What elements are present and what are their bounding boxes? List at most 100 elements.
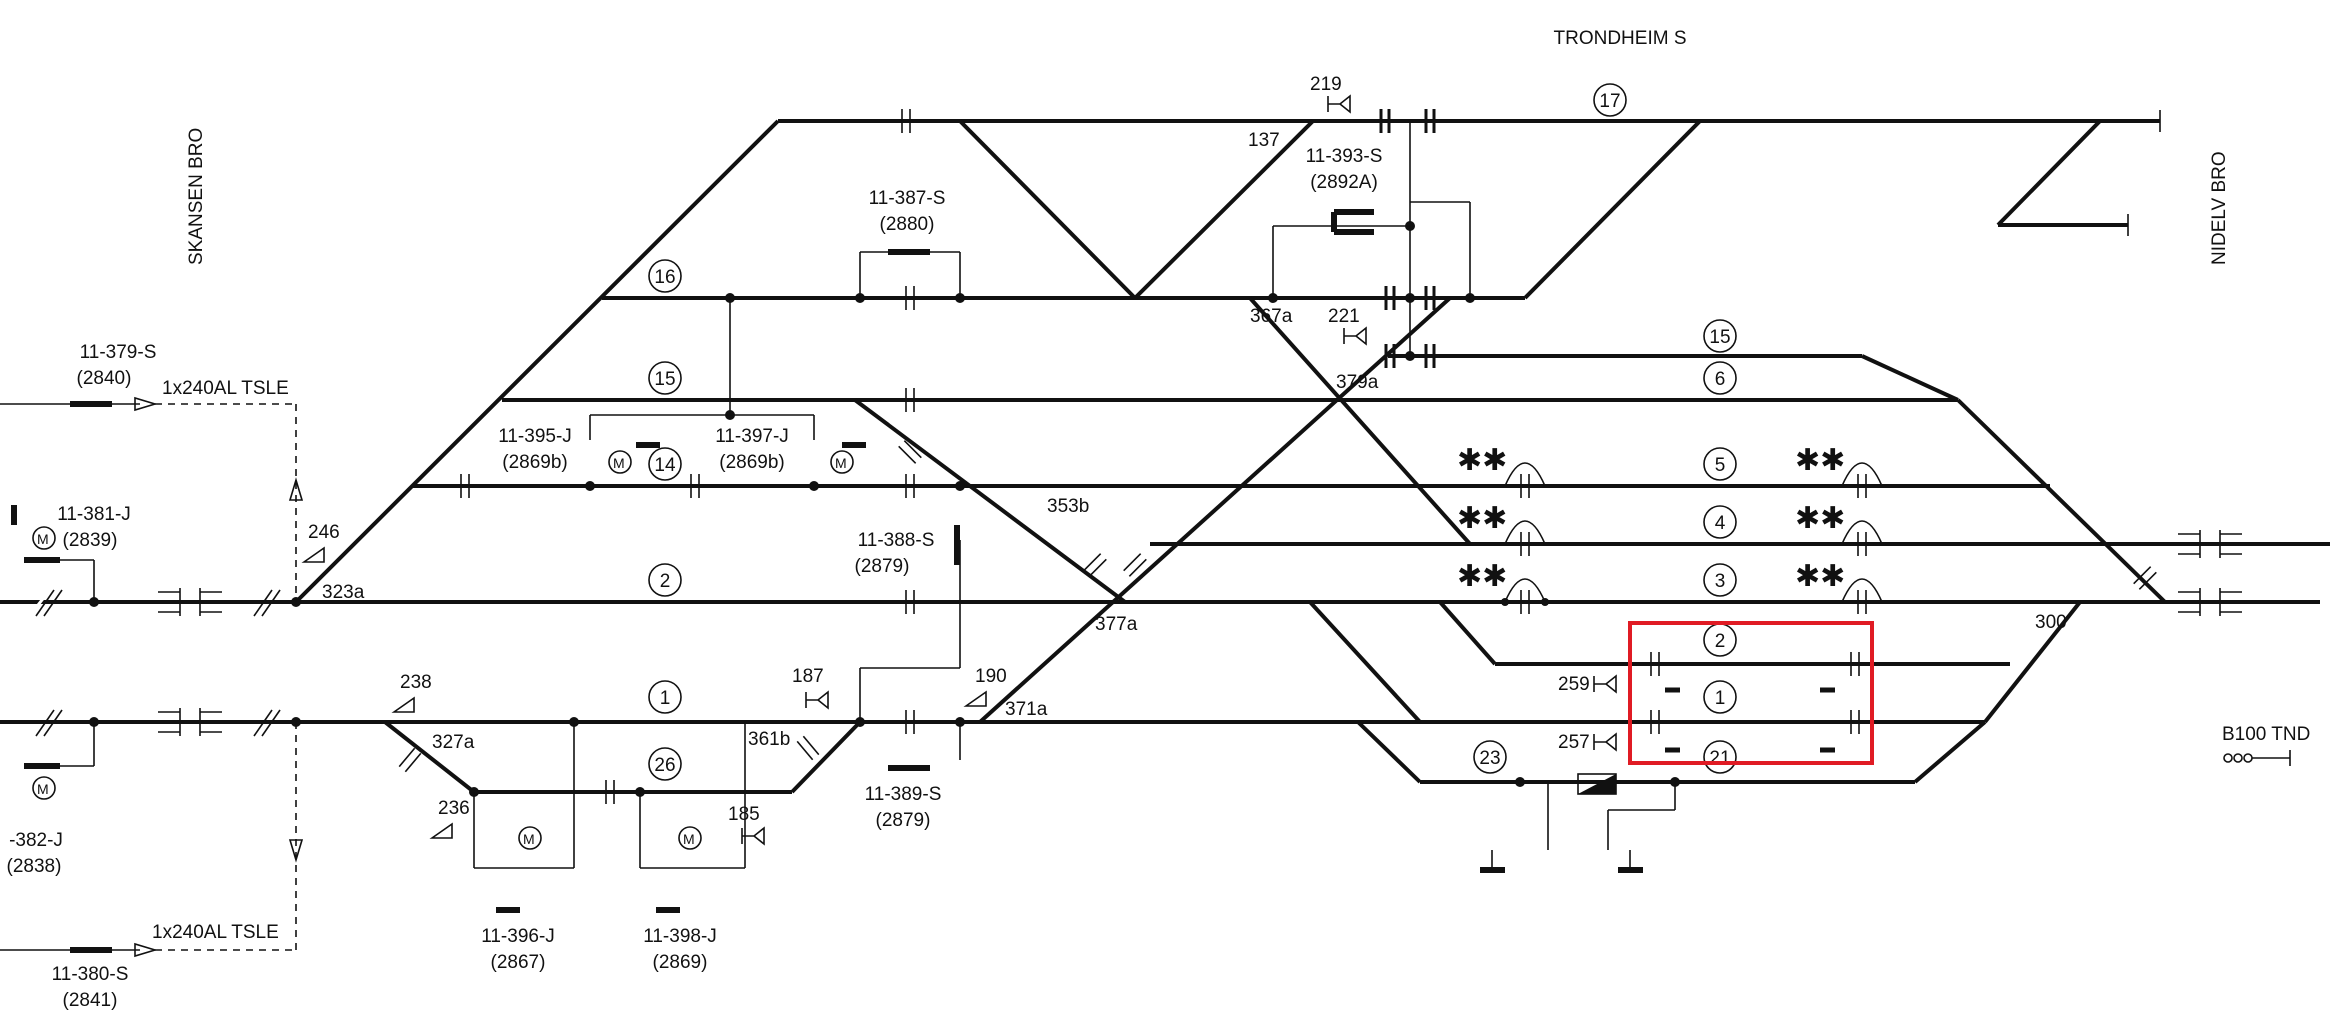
equip-379-id: 11-379-S [80,342,157,363]
switch-300: 300 [2035,612,2067,633]
diagonal-17-right-line [1523,119,1702,300]
track-16-label: 16 [654,267,675,288]
svg-text:✱✱: ✱✱ [1795,502,1845,535]
switch-377a: 377a [1095,614,1138,635]
diagonal-353b-line [853,398,1127,604]
cable-label-bottom: 1x240AL TSLE [152,922,279,943]
signal-238: 238 [400,672,432,693]
switch-371a: 371a [1005,699,1048,720]
diagonal-nidelv-line [1996,119,2102,227]
switch-353b: 353b [1047,496,1089,517]
track-5-label: 5 [1715,455,1726,476]
signal-257: 257 [1558,732,1590,753]
signal-246-icon [301,546,325,563]
track-23-label: 23 [1479,748,1500,769]
track-1-right-label: 1 [1715,688,1726,709]
svg-text:✱✱: ✱✱ [1457,560,1507,593]
signal-221: 221 [1328,306,1360,327]
motor-label: M [613,455,625,471]
equip-379-no: (2840) [77,368,132,389]
diagonal-137-line [1133,119,1315,300]
station-label-top: TRONDHEIM S [1554,28,1687,49]
diagonal-379a-line [978,296,1452,724]
equip-398-id: 11-398-J [643,926,717,947]
station-label-left: SKANSEN BRO [186,128,207,265]
ground-symbols [496,687,1835,913]
signal-labels: 219 221 246 238 187 190 236 185 259 257 [301,74,1617,846]
diagonal-track2-right-line [1438,600,1497,666]
diagonal-21-line [1913,720,1987,784]
diagonal-361b-line [790,720,862,794]
switch-137: 137 [1248,130,1280,151]
equip-397-id: 11-397-J [715,426,789,447]
switch-labels: 137 367a 379a 353b 323a 377a 327a 361b 3… [322,130,2067,753]
signal-185: 185 [728,804,760,825]
signal-219-icon [1327,94,1351,114]
equip-397-no: (2869b) [719,452,785,473]
track-3-label: 3 [1715,571,1726,592]
equip-388-id: 11-388-S [858,530,935,551]
svg-text:✱✱: ✱✱ [1457,502,1507,535]
signal-185-icon [741,826,765,846]
signal-246: 246 [308,522,340,543]
equip-389-no: (2879) [876,810,931,831]
joint-bridges [1504,462,1883,603]
diagonal-137-left-line [958,119,1137,300]
motor-label: M [835,455,847,471]
switch-361b: 361b [748,729,790,750]
cable-dashed [134,396,304,958]
signal-190: 190 [975,666,1007,687]
transformer-symbol [1577,773,1617,795]
track-2-right-label: 2 [1715,631,1726,652]
diagonal-367a-line [1248,296,1472,546]
feeder-label: B100 TND [2222,724,2310,745]
track-lines [0,119,2330,794]
track-26-label: 26 [654,755,675,776]
disconnector-bars [11,209,1374,953]
motor-label: M [683,831,695,847]
signal-187: 187 [792,666,824,687]
insulated-joints [398,109,2157,804]
signal-187-icon [805,690,829,710]
equip-395-id: 11-395-J [498,426,572,447]
diagonal-300-line [1983,600,2082,724]
equip-382-no: (2838) [7,856,62,877]
signal-259-icon [1593,674,1617,694]
svg-text:✱✱: ✱✱ [1457,444,1507,477]
diagonal-323a-line [294,119,780,604]
signal-236: 236 [438,798,470,819]
track-breaks [28,589,281,737]
diagonal-300-upper-line [1956,398,2167,604]
equip-393-id: 11-393-S [1306,146,1383,167]
track-21-label: 21 [1709,748,1730,769]
equip-393-no: (2892A) [1310,172,1378,193]
highlight-box[interactable] [1628,621,1874,765]
diagonal-right-lower-line [1308,600,1422,724]
signal-238-icon [391,696,415,713]
equip-381-id: 11-381-J [57,504,131,525]
track-1-label: 1 [660,688,671,709]
diagonal-327a-line [383,720,476,794]
equip-396-id: 11-396-J [481,926,555,947]
asterisk-markers: ✱✱ ✱✱ ✱✱ ✱✱ ✱✱ ✱✱ [1457,444,1845,593]
switch-323a: 323a [322,582,365,603]
equip-382-id: -382-J [9,830,63,851]
equip-389-id: 11-389-S [865,784,942,805]
switch-379a: 379a [1336,372,1379,393]
signal-219: 219 [1310,74,1342,95]
track-end-stops [2127,110,2161,236]
equip-387-id: 11-387-S [869,188,946,209]
track-4-label: 4 [1715,513,1726,534]
equip-388-no: (2879) [855,556,910,577]
signal-259: 259 [1558,674,1590,695]
svg-text:✱✱: ✱✱ [1795,444,1845,477]
switch-327a: 327a [432,732,475,753]
motor-symbols: M M M M M M [32,450,854,850]
cable-label-top: 1x240AL TSLE [162,378,289,399]
signal-221-icon [1343,326,1367,346]
section-insulators [158,530,2242,736]
svg-text:✱✱: ✱✱ [1795,560,1845,593]
signal-190-icon [963,690,987,707]
signal-257-icon [1593,732,1617,752]
